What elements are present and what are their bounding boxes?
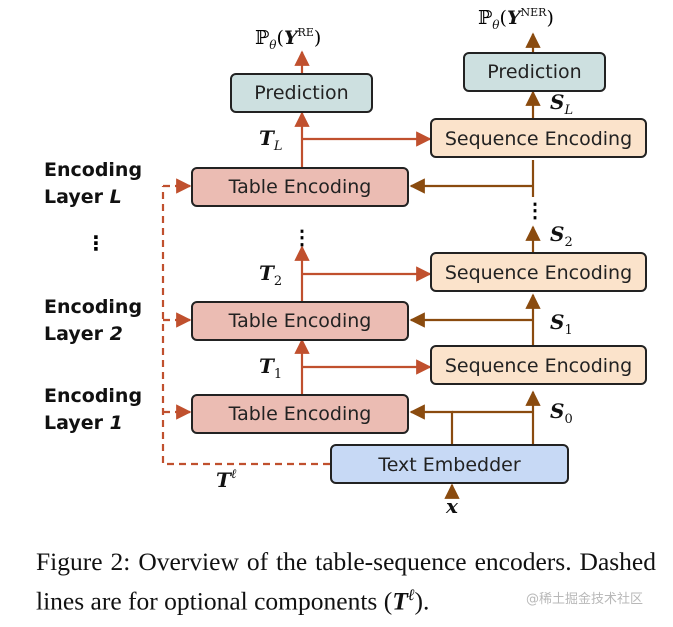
- table-encoding-1-box: Table Encoding: [191, 394, 409, 434]
- watermark: @稀土掘金技术社区: [526, 592, 644, 607]
- s-1-label: S1: [550, 310, 573, 338]
- layer-2-label-line1: Encoding: [44, 296, 142, 318]
- layer-1-label-line2: Layer 1: [44, 412, 123, 434]
- table-encoding-L-box: Table Encoding: [191, 167, 409, 207]
- sequence-encoding-2-label: Sequence Encoding: [445, 262, 632, 284]
- t-2-label: T2: [259, 261, 282, 289]
- sequence-ellipsis: ⋮: [525, 198, 545, 222]
- prediction-re-box: Prediction: [230, 73, 373, 113]
- table-encoding-2-box: Table Encoding: [191, 301, 409, 341]
- x-input-label: x: [445, 494, 459, 518]
- layer-1-label-line1: Encoding: [44, 385, 142, 407]
- prob-ner-label: ℙθ(YNER): [478, 6, 554, 32]
- sequence-encoding-1-label: Sequence Encoding: [445, 355, 632, 377]
- layer-2-prefix: Layer: [44, 323, 110, 345]
- layer-2-index: 2: [110, 323, 123, 345]
- s-2-label: S2: [550, 222, 573, 250]
- t-ell-label: Tℓ: [216, 467, 237, 492]
- caption-symbol: T: [392, 586, 408, 616]
- prob-re-label: ℙθ(YRE): [255, 26, 321, 52]
- text-embedder-label: Text Embedder: [377, 454, 521, 476]
- caption-text: Figure 2: Overview of the table-sequence…: [36, 547, 656, 616]
- t-L-label: TL: [259, 126, 283, 154]
- caption-symbol-sup: ℓ: [407, 587, 415, 604]
- layer-1-index: 1: [110, 412, 123, 434]
- dashed-optional-path: [161, 186, 330, 466]
- caption-end: ).: [414, 586, 430, 616]
- layer-1-prefix: Layer: [44, 412, 110, 434]
- t-1-label: T1: [259, 354, 282, 382]
- sequence-encoding-L-box: Sequence Encoding: [430, 118, 647, 158]
- layer-L-index: L: [110, 186, 122, 208]
- prediction-ner-box: Prediction: [463, 52, 606, 92]
- s-L-label: SL: [550, 90, 573, 118]
- table-encoding-2-label: Table Encoding: [228, 310, 372, 332]
- layer-ellipsis: ⋮: [86, 231, 106, 255]
- sequence-encoding-L-label: Sequence Encoding: [445, 128, 632, 150]
- layer-L-prefix: Layer: [44, 186, 110, 208]
- text-embedder-box: Text Embedder: [330, 444, 569, 484]
- layer-2-label-line2: Layer 2: [44, 323, 123, 345]
- sequence-encoding-1-box: Sequence Encoding: [430, 345, 647, 385]
- table-ellipsis: ⋮: [292, 225, 312, 249]
- prediction-ner-label: Prediction: [487, 61, 581, 83]
- table-encoding-L-label: Table Encoding: [228, 176, 372, 198]
- figure-caption: Figure 2: Overview of the table-sequence…: [36, 545, 656, 619]
- s-0-label: S0: [550, 399, 573, 427]
- layer-L-label-line1: Encoding: [44, 159, 142, 181]
- layer-L-label-line2: Layer L: [44, 186, 122, 208]
- arrow-s0-to-table1: [409, 404, 454, 444]
- prediction-re-label: Prediction: [254, 82, 348, 104]
- sequence-encoding-2-box: Sequence Encoding: [430, 252, 647, 292]
- table-encoding-1-label: Table Encoding: [228, 403, 372, 425]
